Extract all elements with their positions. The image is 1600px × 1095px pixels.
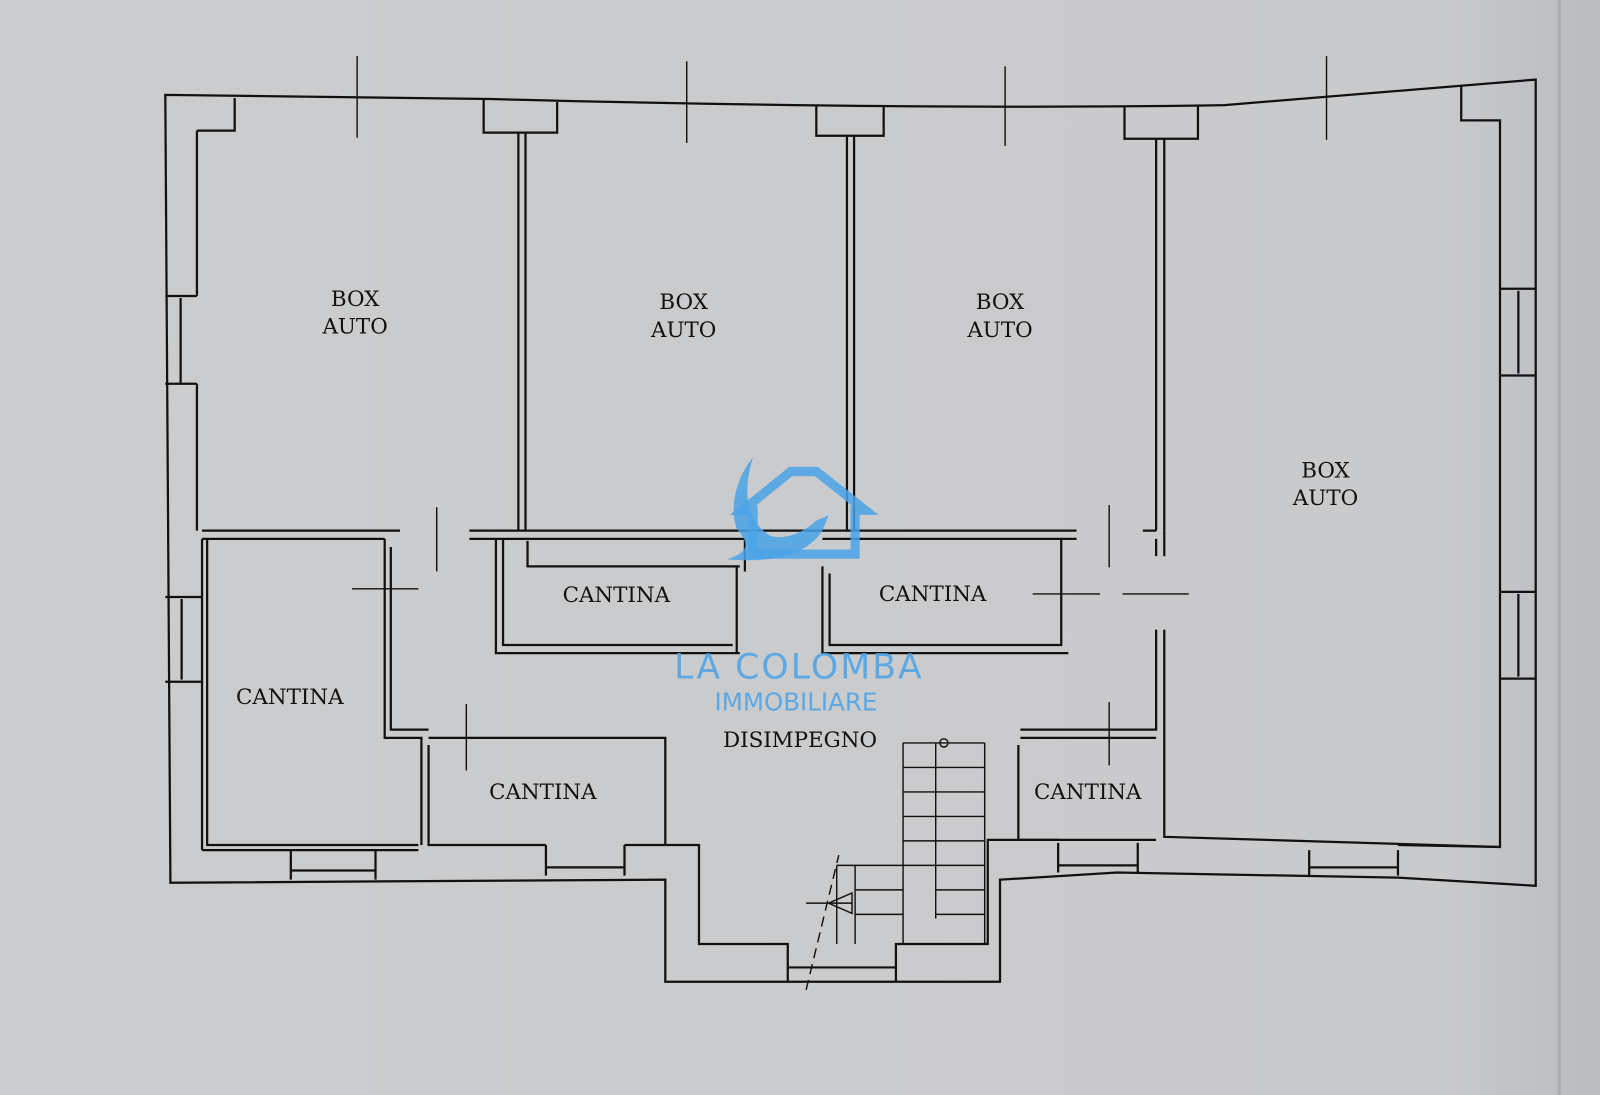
box-auto-2-label-2: AUTO [650, 318, 716, 343]
outer-walls [164, 78, 1537, 983]
cantina-mid-right-label: CANTINA [879, 582, 987, 607]
cantina-mid-left-label: CANTINA [563, 583, 671, 608]
cantina-bottom-left-label: CANTINA [489, 780, 597, 805]
interior-walls [200, 132, 1501, 851]
box-auto-4-label-2: AUTO [1292, 486, 1358, 511]
box-auto-3-label-2: AUTO [966, 318, 1032, 343]
door-markers [352, 56, 1328, 771]
cantina-bottom-right-label: CANTINA [1034, 780, 1142, 805]
watermark-logo: LA COLOMBA IMMOBILIARE [674, 457, 924, 716]
box-auto-3-label: BOX [976, 290, 1025, 315]
dove-icon [726, 457, 829, 561]
box-auto-2-label: BOX [659, 290, 708, 315]
watermark-line2: IMMOBILIARE [714, 687, 877, 716]
staircase [805, 738, 986, 991]
box-auto-1-label-2: AUTO [321, 315, 387, 340]
watermark-line1: LA COLOMBA [674, 648, 924, 688]
disimpegno-label: DISIMPEGNO [723, 728, 877, 753]
box-auto-1-label: BOX [331, 287, 380, 312]
cantina-left-label: CANTINA [236, 685, 344, 710]
room-labels: BOX AUTO BOX AUTO BOX AUTO BOX AUTO CANT… [236, 287, 1358, 805]
box-auto-4-label: BOX [1301, 459, 1350, 484]
